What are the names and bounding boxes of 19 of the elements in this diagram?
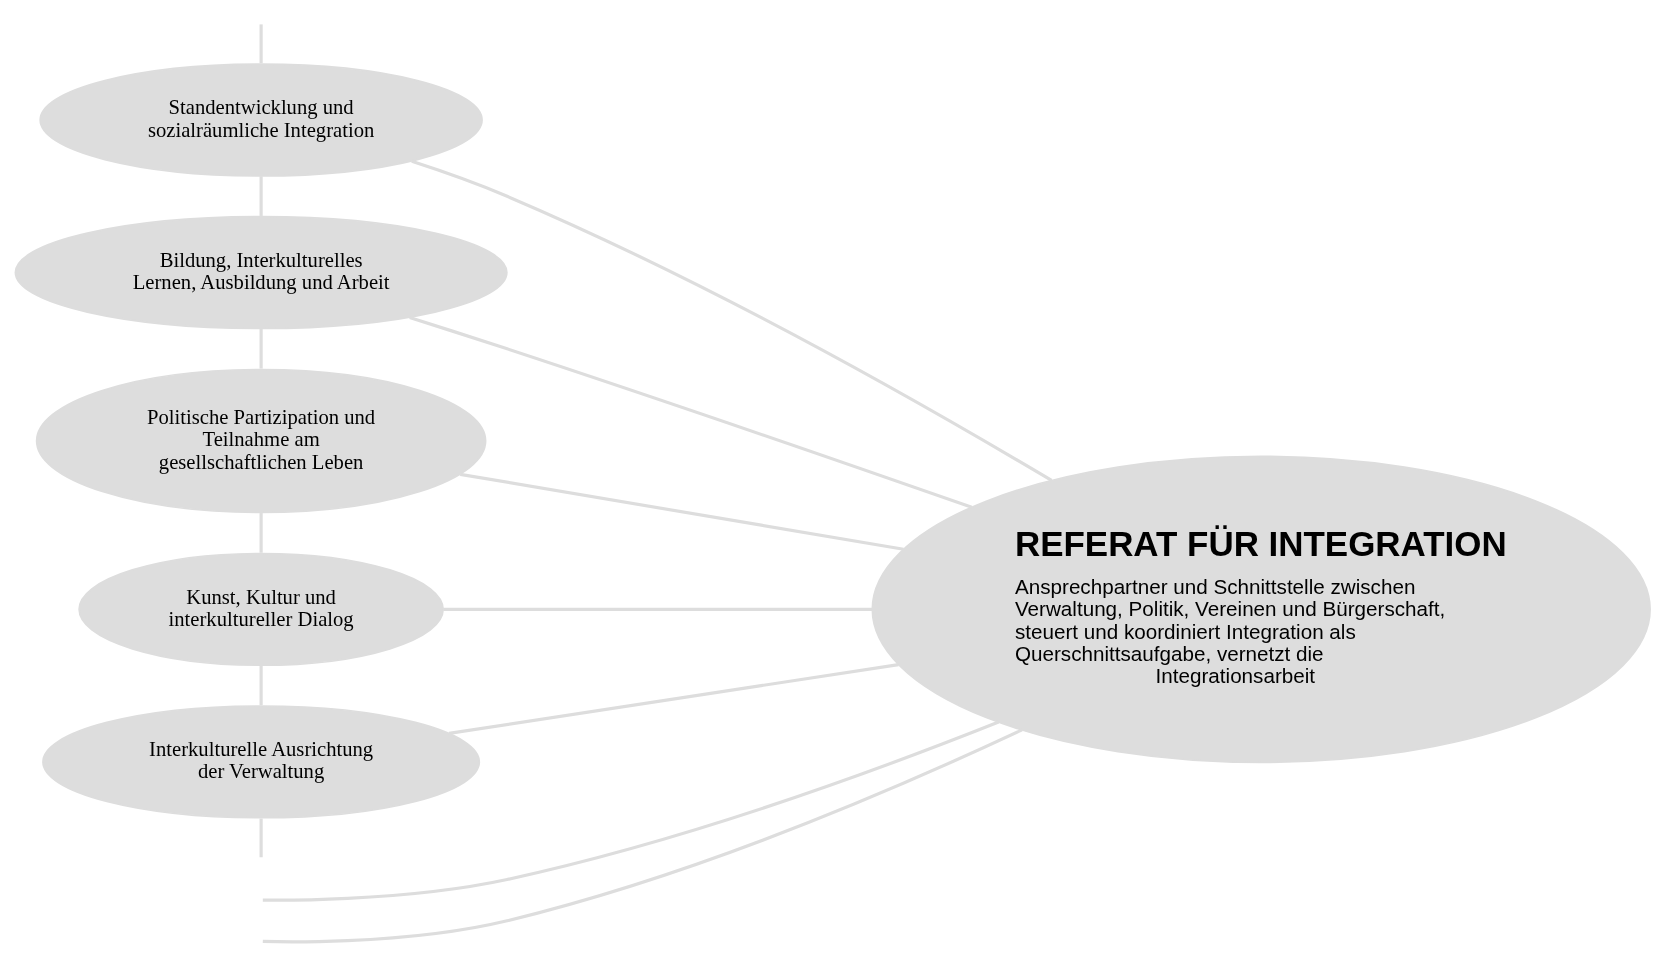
- node-ellipse: Politische Partizipation und Teilnahme am gesellschaftlichen Leben: [35, 368, 487, 514]
- connector: [262, 728, 1023, 944]
- connector: [409, 316, 973, 509]
- connector: [460, 472, 904, 551]
- connector: [259, 24, 263, 64]
- connector: [262, 720, 1000, 902]
- connector: [259, 513, 263, 553]
- node-ellipse: Interkulturelle Ausrichtung der Verwaltung: [42, 705, 481, 819]
- connector: [259, 665, 263, 706]
- connector: [259, 328, 263, 369]
- node-ellipse: Kunst, Kultur und interkultureller Dialog: [78, 552, 444, 667]
- node-ellipse: REFERAT FÜR INTEGRATION Ansprechpartner und Schnittstelle zwischen Verwaltung, Politik, Vereinen und Bürgerschaft, steuert und koordiniert Integration als Querschnittsaufgabe, vernetzt die Integrationsarbeit: [871, 455, 1651, 764]
- node-ellipse: Standentwicklung und sozialräumliche Integration: [39, 63, 483, 177]
- connector: [259, 176, 263, 216]
- connector: [259, 818, 263, 858]
- connector: [411, 159, 1053, 482]
- node-ellipse: Bildung, Interkulturelles Lernen, Ausbildung und Arbeit: [14, 215, 508, 330]
- connector: [443, 607, 873, 611]
- connector: [448, 663, 899, 735]
